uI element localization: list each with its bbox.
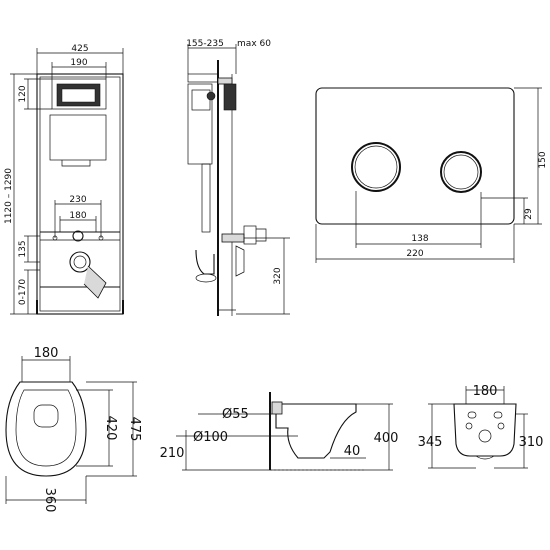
outlet-height-label: 135 [18, 240, 28, 257]
pipe-spacing-label: 180 [69, 211, 86, 221]
outlet-diameter-label: Ø100 [193, 430, 228, 445]
panel-width-label: 190 [70, 58, 87, 68]
inlet-label: Ø55 [222, 407, 249, 422]
bowl-body [275, 403, 357, 459]
rear-left-height-label: 345 [418, 435, 443, 450]
top-width-label: 180 [34, 346, 59, 361]
bowl-side-view: Ø55 Ø100 210 400 40 [160, 392, 399, 471]
bowl-width-label: 360 [42, 488, 57, 513]
side-outlet-height-label: 320 [273, 267, 283, 284]
flush-pipe [201, 163, 211, 233]
bowl-rear-view: 180 345 310 [418, 384, 544, 469]
depth-label: 155-235 [186, 39, 224, 49]
bowl-opening [33, 404, 59, 428]
panel-height-label: 120 [18, 85, 28, 102]
frame-width-label: 425 [71, 44, 88, 54]
bolt-spacing-label: 230 [69, 195, 86, 205]
side-outlet-label: 210 [160, 446, 185, 461]
bowl-top-view: 180 420 475 360 [5, 346, 142, 513]
plate-offset-label: 29 [524, 208, 534, 220]
water-inlet [72, 230, 84, 242]
flush-button-small [440, 151, 482, 193]
cistern-side [187, 83, 213, 165]
frame-side-view: 155-235 max 60 320 [186, 39, 290, 316]
bowl-outline [5, 381, 87, 477]
frame-total-height-label: 1120 – 1290 [4, 168, 14, 224]
flush-plate [315, 87, 515, 225]
side-offset-label: 40 [344, 444, 361, 459]
rear-bolt-spacing-label: 180 [473, 384, 498, 399]
plate-width-label: 220 [406, 249, 423, 259]
control-panel [51, 78, 107, 110]
frame-outline [36, 73, 124, 315]
flush-button-large [351, 142, 401, 192]
inner-length-label: 420 [103, 416, 118, 441]
drain-elbow [195, 249, 215, 275]
button-span-label: 138 [411, 234, 428, 244]
rear-drain [478, 429, 492, 443]
flush-plate-view: 150 29 138 220 [315, 87, 548, 263]
plate-height-label: 150 [538, 151, 548, 168]
max-label: max 60 [237, 39, 271, 49]
rear-right-height-label: 310 [519, 435, 544, 450]
frame-front-view: 425 190 120 1120 – 1290 230 180 135 0 [4, 44, 124, 315]
drain-outlet [69, 251, 91, 273]
foot-range-label: 0-170 [18, 279, 28, 305]
side-height-label: 400 [374, 431, 399, 446]
total-length-label: 475 [127, 417, 142, 442]
cistern [49, 114, 107, 161]
rear-outline [453, 403, 517, 457]
